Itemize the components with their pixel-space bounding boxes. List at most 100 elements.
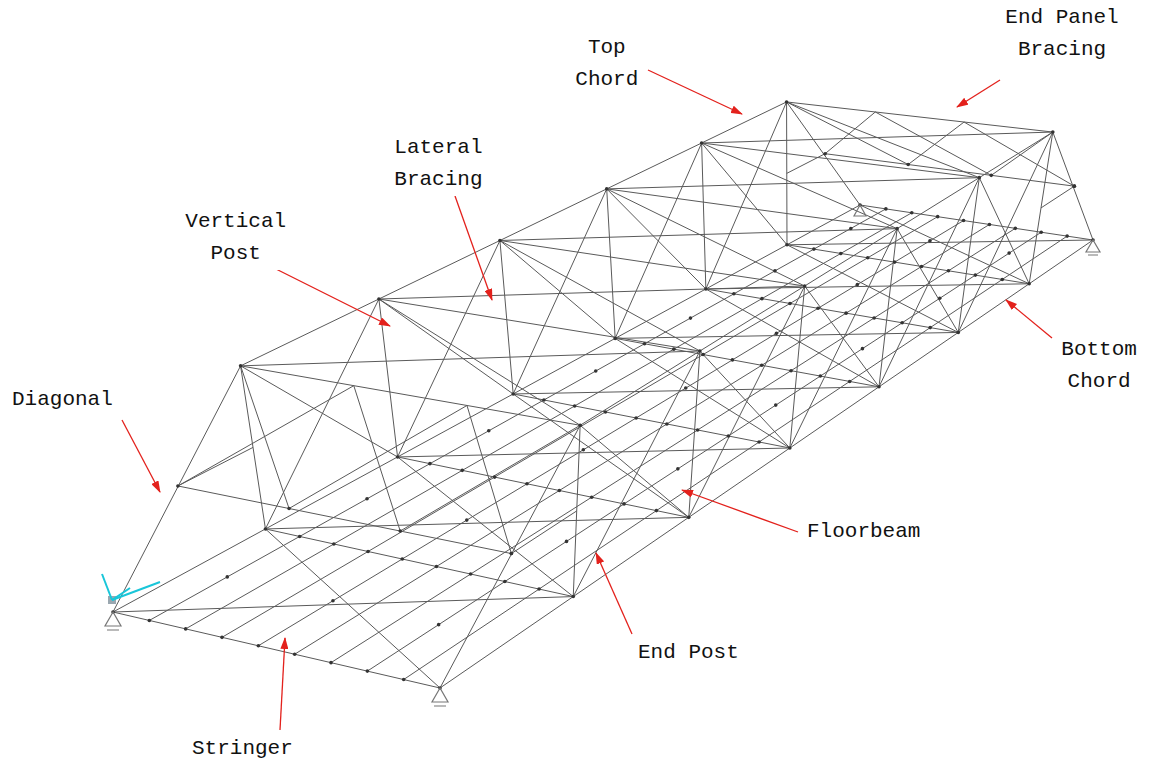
joint-dot	[400, 557, 404, 561]
truss-member	[241, 299, 379, 366]
truss-member	[265, 529, 573, 597]
joint-dot	[571, 595, 575, 599]
joint-dot	[1007, 251, 1011, 255]
truss-member	[1053, 132, 1093, 240]
joint-dot	[510, 552, 514, 556]
joint-dot	[974, 273, 978, 277]
truss-member	[700, 286, 805, 351]
truss-member	[149, 209, 886, 621]
joint-dot	[928, 326, 932, 330]
support-symbol	[105, 612, 121, 630]
truss-member	[689, 448, 790, 517]
truss-member	[689, 286, 805, 517]
part-label: Bottom Chord	[1053, 334, 1145, 398]
truss-member	[702, 143, 897, 229]
joint-dot	[622, 502, 626, 506]
truss-member	[706, 245, 787, 289]
truss-member	[265, 299, 378, 529]
joint-dot	[727, 434, 731, 438]
joint-dot	[866, 256, 870, 260]
truss-member	[787, 102, 980, 178]
joint-dot	[895, 227, 899, 231]
joint-dot	[487, 429, 491, 433]
joint-dot	[643, 342, 647, 346]
part-label: Top Chord	[567, 32, 647, 96]
joint-dot	[696, 428, 700, 432]
truss-member	[825, 112, 875, 154]
joint-dot	[331, 599, 335, 603]
joint-dot	[184, 627, 188, 631]
truss-member	[511, 511, 576, 554]
truss-member	[706, 289, 879, 387]
joint-dot	[594, 369, 598, 373]
joint-dot	[684, 386, 688, 390]
joint-dot	[578, 423, 582, 427]
truss-member	[607, 143, 702, 189]
truss-member	[186, 213, 912, 629]
joint-dot	[332, 542, 336, 546]
truss-member	[908, 122, 964, 164]
axis-glyph	[102, 574, 160, 604]
joint-dot	[503, 580, 507, 584]
axis-y	[102, 574, 112, 600]
truss-member	[398, 448, 790, 457]
joint-dot	[176, 484, 180, 488]
joint-dot	[1073, 184, 1077, 188]
truss-member	[805, 286, 879, 387]
truss-member	[513, 338, 615, 394]
joint-dot	[839, 252, 843, 256]
joint-dot	[760, 363, 764, 367]
truss-member	[113, 597, 573, 612]
joint-dot	[293, 652, 297, 656]
joint-dot	[537, 587, 541, 591]
leader-arrows	[122, 70, 1052, 730]
truss-member	[258, 221, 963, 646]
joint-dot	[803, 284, 807, 288]
joint-dot	[956, 331, 960, 335]
truss-member	[615, 332, 958, 338]
joint-dot	[872, 316, 876, 320]
joint-dot	[402, 678, 406, 682]
joint-dot	[398, 529, 402, 533]
truss-member	[879, 229, 897, 387]
joint-dot	[844, 311, 848, 315]
truss-member	[787, 102, 860, 205]
joint-dot	[511, 392, 515, 396]
truss-member	[702, 143, 980, 178]
truss-member	[241, 366, 581, 425]
joint-dot	[1065, 234, 1069, 238]
truss-member	[702, 143, 787, 245]
joint-dot	[239, 364, 243, 368]
truss-member	[265, 517, 688, 529]
leader-arrow	[280, 638, 285, 730]
joint-dot	[947, 269, 951, 273]
joint-dot	[604, 410, 608, 414]
joint-dot	[928, 239, 932, 243]
truss-member	[573, 351, 700, 597]
truss-member	[295, 224, 990, 654]
truss-member	[615, 338, 790, 448]
joint-dot	[460, 469, 464, 473]
joint-dot	[785, 100, 789, 104]
truss-member	[379, 299, 398, 457]
joint-dot	[732, 292, 736, 296]
support-symbol	[432, 688, 448, 706]
joint-dot	[861, 347, 865, 351]
joint-dot	[687, 516, 691, 520]
leader-arrow	[1006, 300, 1052, 338]
truss-member	[607, 189, 706, 289]
joint-dot	[893, 260, 897, 264]
joint-dot	[962, 219, 966, 223]
part-label: Floorbeam	[805, 516, 922, 548]
truss-member	[404, 236, 1067, 679]
axis-z	[112, 588, 130, 600]
joint-dot	[613, 337, 617, 341]
truss-member	[178, 447, 253, 486]
truss-member	[113, 612, 440, 688]
leader-arrow	[957, 80, 1000, 107]
truss-member	[607, 189, 615, 339]
truss-member	[513, 387, 879, 394]
truss-member	[500, 241, 700, 352]
truss-member	[379, 286, 805, 299]
